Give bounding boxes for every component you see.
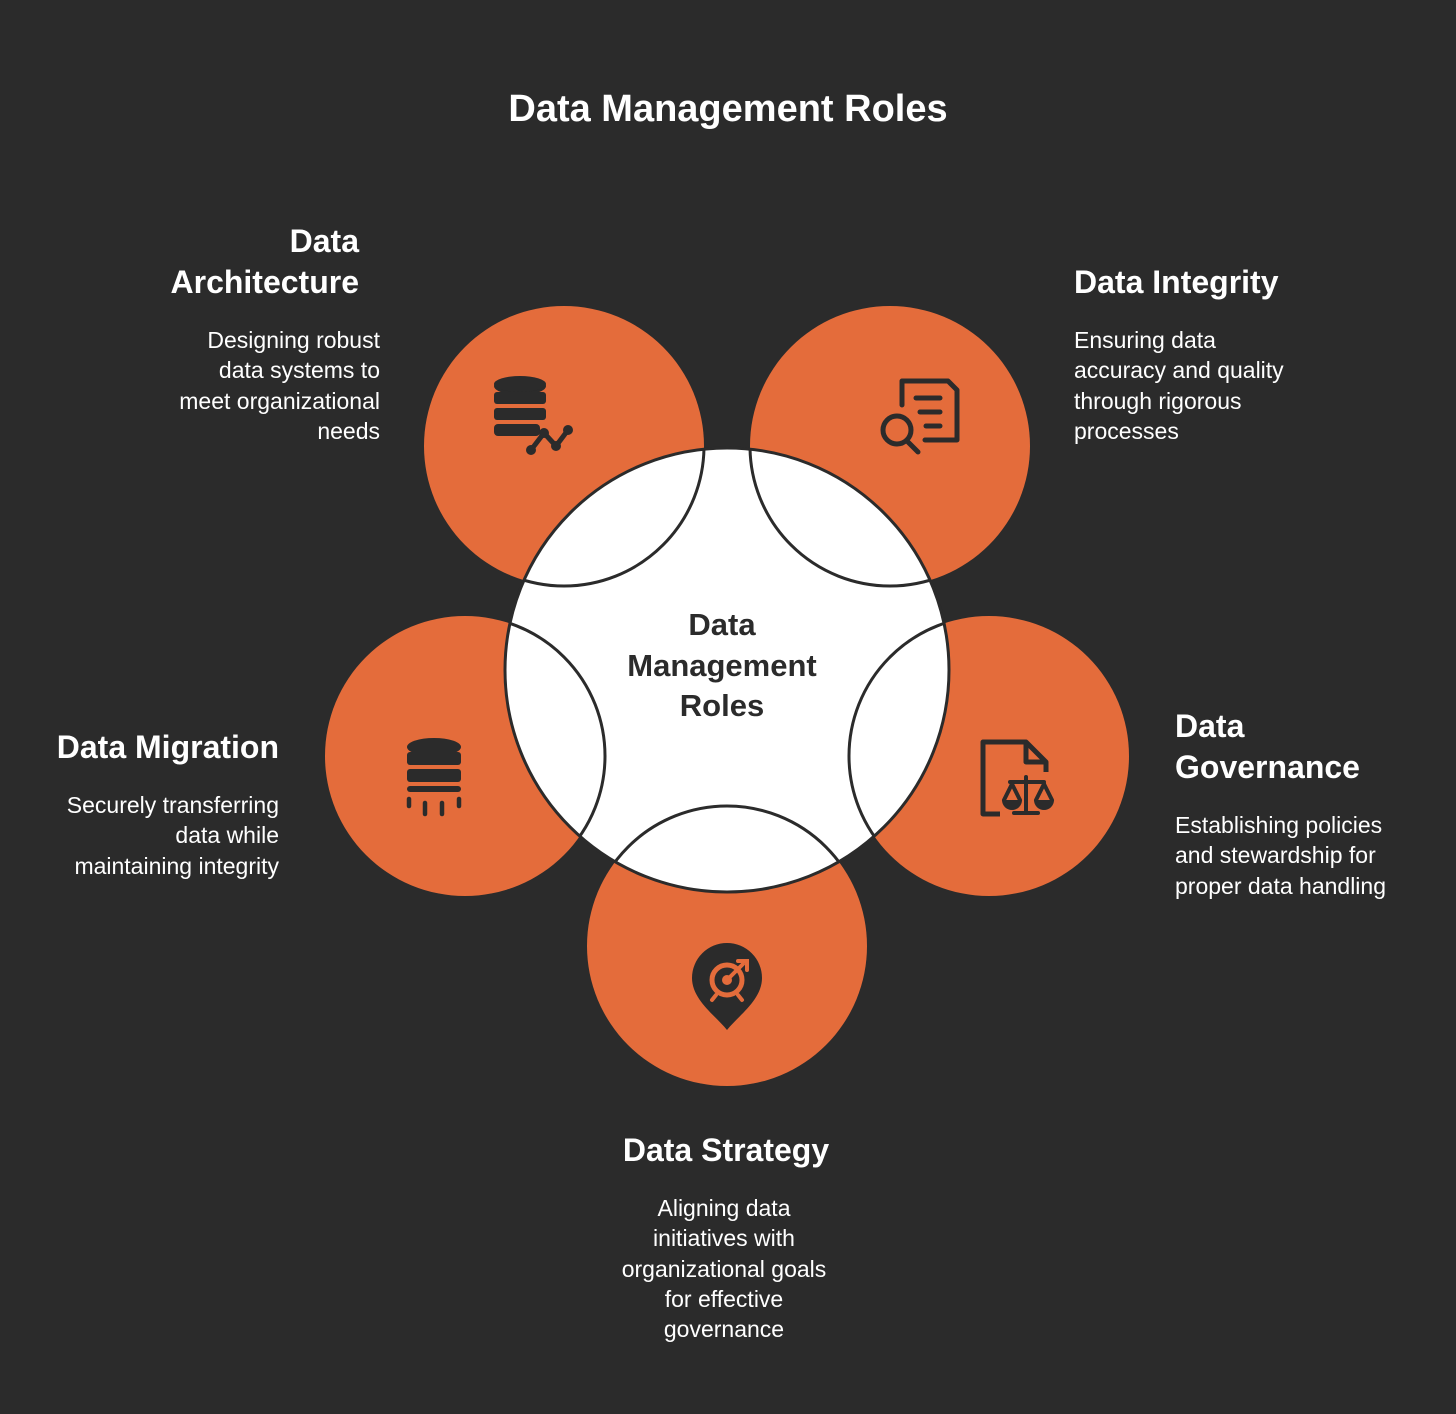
hub-label: Data Management Roles — [572, 605, 872, 727]
desc-line: Securely transferring — [66, 792, 279, 818]
title-line: Data — [1175, 708, 1245, 744]
title-line: Governance — [1175, 749, 1360, 785]
desc-line: data systems to — [218, 357, 380, 384]
desc-line: proper data handling — [1175, 872, 1386, 899]
desc-line: governance — [663, 1316, 785, 1343]
desc-line: needs — [317, 417, 380, 444]
page-title: Data Management Roles — [508, 88, 948, 130]
hub-circle — [503, 446, 951, 894]
title-line: Data Strategy — [622, 1132, 830, 1168]
title-line: Architecture — [170, 264, 360, 300]
role-architecture: Data Architecture Designing robust data … — [60, 221, 381, 446]
role-architecture-desc: Designing robust data systems to meet or… — [60, 325, 380, 446]
hub-label-line: Roles — [679, 688, 765, 723]
desc-line: initiatives with — [653, 1225, 795, 1252]
title-line: Data Integrity — [1074, 264, 1279, 300]
desc-line: and stewardship for — [1175, 842, 1376, 869]
title-line: Data — [289, 223, 359, 259]
desc-line: Ensuring data — [1074, 327, 1216, 353]
database-analytics-icon — [494, 376, 573, 455]
role-integrity-title: Data Integrity — [1074, 262, 1404, 303]
desc-line: Establishing policies — [1175, 812, 1383, 838]
desc-line: meet organizational — [179, 387, 380, 414]
hub-label-line: Management — [627, 647, 817, 683]
desc-line: Aligning data — [657, 1195, 791, 1221]
role-integrity: Data Integrity Ensuring data accuracy an… — [1074, 262, 1404, 446]
document-scale-icon — [980, 739, 1054, 817]
desc-line: maintaining integrity — [74, 852, 279, 879]
role-strategy-title: Data Strategy — [578, 1130, 874, 1171]
database-transfer-icon — [406, 738, 462, 817]
role-migration: Data Migration Securely transferring dat… — [0, 727, 279, 881]
role-migration-desc: Securely transferring data while maintai… — [0, 790, 279, 881]
desc-line: accuracy and quality — [1074, 357, 1284, 384]
role-governance-desc: Establishing policies and stewardship fo… — [1175, 810, 1445, 901]
role-strategy-desc: Aligning data initiatives with organizat… — [574, 1193, 874, 1344]
document-search-icon — [880, 378, 960, 455]
role-architecture-title: Data Architecture — [60, 221, 360, 303]
desc-line: for effective — [664, 1285, 784, 1312]
role-integrity-desc: Ensuring data accuracy and quality throu… — [1074, 325, 1404, 446]
desc-line: through rigorous — [1074, 387, 1242, 414]
desc-line: organizational goals — [621, 1255, 827, 1282]
role-governance-title: Data Governance — [1175, 706, 1445, 788]
desc-line: Designing robust — [207, 327, 380, 353]
hub-overlap-arcs — [505, 448, 949, 892]
desc-line: data while — [175, 822, 279, 849]
target-pin-icon — [692, 943, 762, 1030]
role-governance: Data Governance Establishing policies an… — [1175, 706, 1445, 901]
title-line: Data Migration — [56, 729, 279, 765]
role-strategy: Data Strategy Aligning data initiatives … — [574, 1130, 874, 1344]
role-migration-title: Data Migration — [0, 727, 279, 768]
hub-label-line: Data — [688, 607, 756, 642]
desc-line: processes — [1074, 417, 1179, 444]
